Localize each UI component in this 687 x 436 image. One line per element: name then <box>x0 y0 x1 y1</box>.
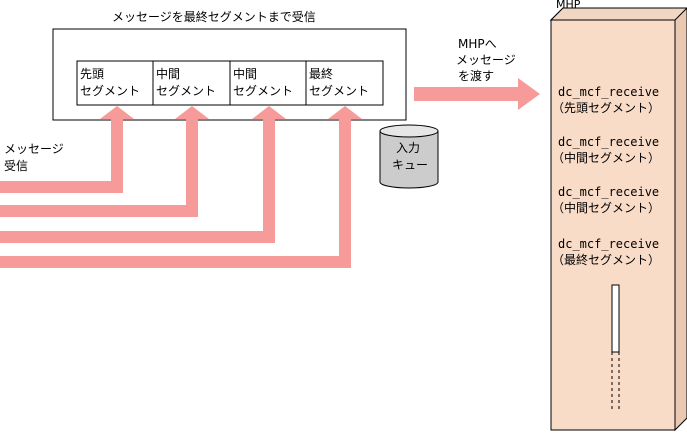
segment-box-last <box>305 60 384 106</box>
segment-label-bottom: セグメント <box>309 84 370 98</box>
arrow-to-head-segment <box>0 106 134 193</box>
segment-box-head <box>76 60 154 106</box>
receive-label-line1: メッセージ <box>4 142 64 156</box>
segment-middle-2: 中間 セグメント <box>230 63 300 105</box>
segment-label-top: 中間 <box>233 67 258 81</box>
mhp-call-3-arg: （中間セグメント） <box>552 201 661 215</box>
mhp-title: MHP <box>556 0 581 11</box>
segment-label-bottom: セグメント <box>80 84 141 98</box>
handoff-arrow <box>414 78 540 110</box>
segment-label-bottom: セグメント <box>233 84 294 98</box>
segment-label-top: 最終 <box>309 67 334 81</box>
mhp-call-4-func: dc_mcf_receive <box>558 237 660 251</box>
segment-middle-1: 中間 セグメント <box>153 63 223 105</box>
mhp-call-3-func: dc_mcf_receive <box>558 185 660 199</box>
arrow-to-middle-segment-1 <box>0 106 209 217</box>
mhp-box <box>549 7 687 432</box>
segment-box-middle-1 <box>152 60 231 106</box>
segment-last: 最終 セグメント <box>306 63 376 105</box>
segment-head: 先頭 セグメント <box>77 63 147 105</box>
segment-label-bottom: セグメント <box>156 84 217 98</box>
handoff-label-line3: を渡す <box>458 69 495 83</box>
handoff-label-line1: MHPへ <box>458 37 497 51</box>
receive-arrows <box>0 106 362 268</box>
arrow-to-middle-segment-2 <box>0 106 286 243</box>
mhp-call-1-arg: （先頭セグメント） <box>552 101 661 115</box>
segment-label-top: 先頭 <box>80 67 105 81</box>
handoff-label-line2: メッセージ <box>456 53 516 67</box>
mhp-call-1-func: dc_mcf_receive <box>558 85 660 99</box>
segment-label-top: 中間 <box>156 67 181 81</box>
queue-label-line1: 入力 <box>396 141 421 155</box>
queue-label-line2: キュー <box>392 158 429 172</box>
mhp-call-2-arg: （中間セグメント） <box>552 151 661 165</box>
diagram-title: メッセージを最終セグメントまで受信 <box>112 10 316 24</box>
input-queue-cylinder <box>379 124 439 189</box>
receive-label-line2: 受信 <box>4 159 29 173</box>
mhp-call-2-func: dc_mcf_receive <box>558 135 660 149</box>
continuation-indicator <box>611 284 620 410</box>
mhp-call-4-arg: （最終セグメント） <box>552 253 661 267</box>
